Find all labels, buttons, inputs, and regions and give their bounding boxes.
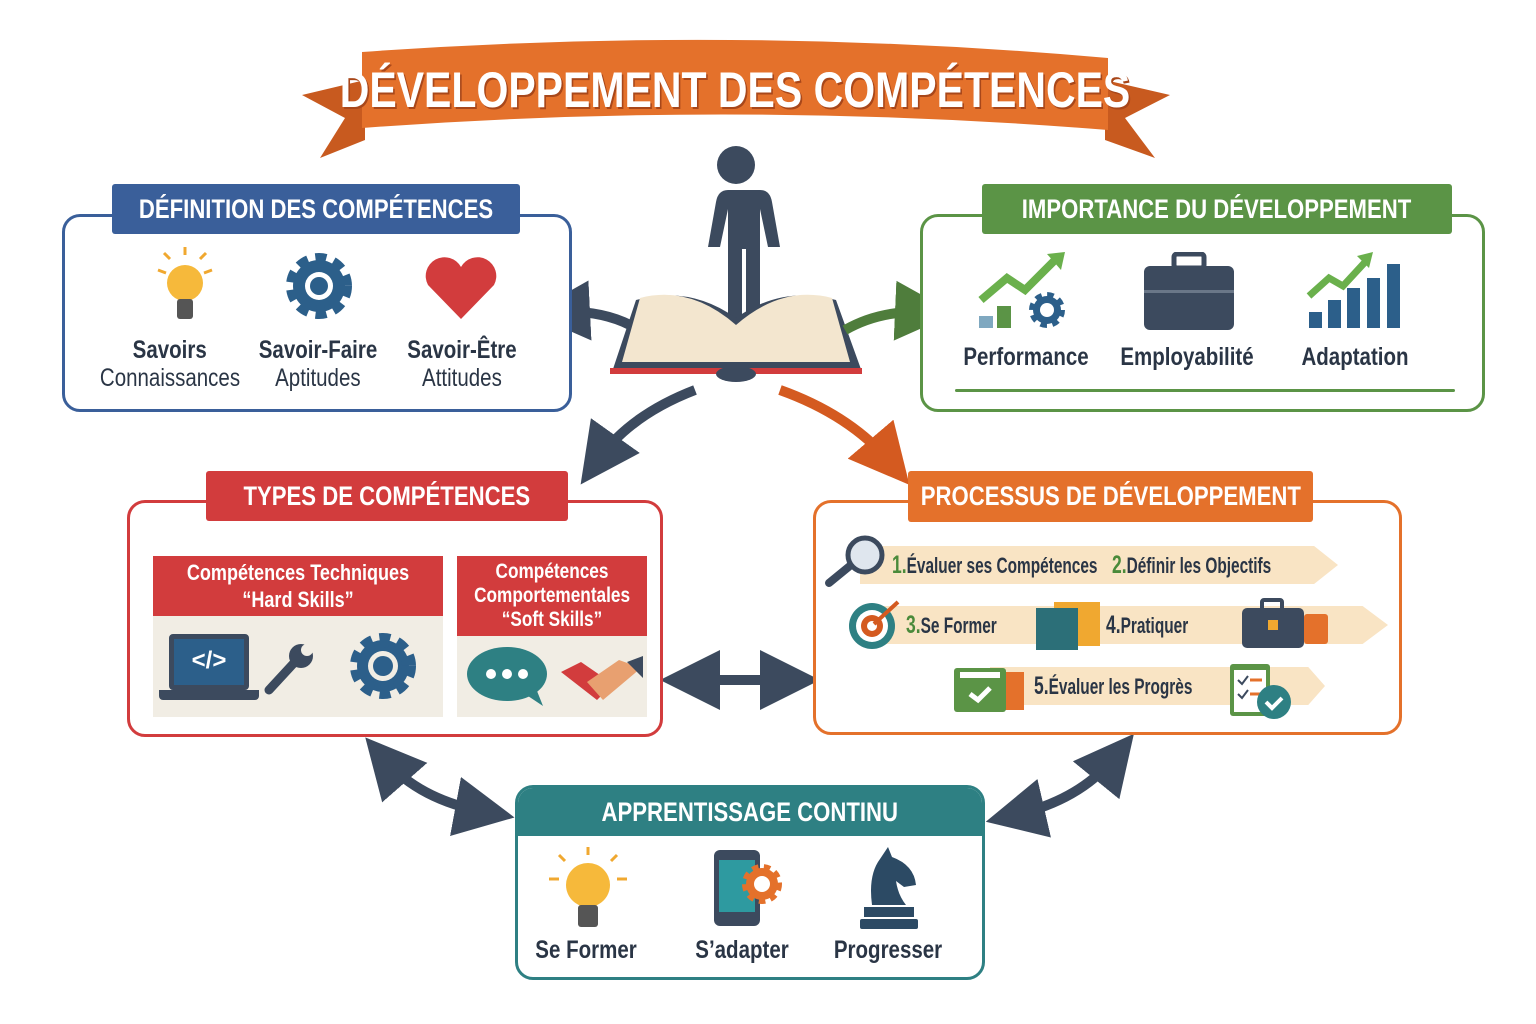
progresser-label: Progresser	[833, 936, 943, 964]
heart-icon	[425, 257, 497, 319]
folder-check-icon	[954, 668, 1024, 712]
step-3-label: Se Former	[920, 613, 997, 638]
hard-skills-header: Compétences Techniques “Hard Skills”	[153, 556, 443, 616]
performance-label: Performance	[963, 343, 1089, 371]
definition-title: DÉFINITION DES COMPÉTENCES	[138, 193, 494, 224]
hard-skills-card: Compétences Techniques “Hard Skills” </>	[153, 556, 443, 717]
step-2-number: 2.	[1112, 551, 1127, 579]
gear-icon	[350, 633, 416, 699]
laptop-code-icon: </>	[169, 634, 249, 690]
definition-tab: DÉFINITION DES COMPÉTENCES	[112, 184, 520, 234]
chat-bubble-icon	[467, 647, 547, 706]
step-3-number: 3.	[906, 611, 921, 639]
magnifier-icon	[825, 535, 885, 587]
process-tab: PROCESSUS DE DÉVELOPPEMENT	[908, 471, 1313, 522]
growth-gear-icon	[978, 252, 1065, 328]
books-icon	[1036, 602, 1100, 650]
soft-skills-line1: Compétences	[495, 560, 609, 583]
handshake-icon	[561, 656, 643, 700]
importance-tab: IMPORTANCE DU DÉVELOPPEMENT	[982, 184, 1452, 234]
adaptation-label: Adaptation	[1301, 343, 1409, 371]
process-step-3: 3.Se Former	[906, 611, 997, 640]
savoir-etre-subtitle: Attitudes	[422, 364, 502, 392]
importance-title: IMPORTANCE DU DÉVELOPPEMENT	[1022, 193, 1412, 224]
lightbulb-icon	[549, 847, 627, 927]
hard-skills-line1: Compétences Techniques	[186, 560, 410, 585]
open-book-icon	[610, 294, 862, 382]
continuous-tab: APPRENTISSAGE CONTINU	[518, 788, 982, 836]
continuous-title: APPRENTISSAGE CONTINU	[601, 796, 899, 827]
types-title: TYPES DE COMPÉTENCES	[243, 480, 531, 511]
step-1-number: 1.	[892, 551, 907, 579]
step-4-number: 4.	[1106, 611, 1121, 639]
se-former-label: Se Former	[535, 936, 637, 964]
savoir-etre-title: Savoir-Être	[407, 336, 517, 364]
employabilite-label: Employabilité	[1120, 343, 1254, 371]
step-4-label: Pratiquer	[1120, 613, 1189, 638]
checklist-icon	[1230, 664, 1291, 719]
process-arrow-row-1	[860, 546, 1338, 584]
bar-chart-icon	[1306, 252, 1400, 328]
soft-skills-card: Compétences Comportementales “Soft Skill…	[457, 556, 647, 717]
briefcase-icon	[1242, 598, 1328, 648]
title-banner	[302, 39, 1170, 158]
savoir-faire-title: Savoir-Faire	[258, 336, 378, 364]
savoirs-title: Savoirs	[132, 336, 208, 364]
chess-knight-icon	[860, 847, 918, 929]
page-title: DÉVELOPPEMENT DES COMPÉTENCES	[339, 62, 1131, 118]
process-step-1: 1.Évaluer ses Compétences	[892, 551, 1097, 580]
lightbulb-icon	[157, 247, 213, 319]
person-icon	[708, 146, 780, 319]
soft-skills-header: Compétences Comportementales “Soft Skill…	[457, 556, 647, 636]
step-2-label: Définir les Objectifs	[1126, 553, 1272, 578]
target-icon	[849, 600, 900, 649]
divider	[955, 389, 1455, 392]
process-step-2: 2.Définir les Objectifs	[1112, 551, 1271, 580]
process-step-4: 4.Pratiquer	[1106, 611, 1188, 640]
step-1-label: Évaluer ses Compétences	[906, 553, 1098, 578]
savoirs-subtitle: Connaissances	[99, 364, 241, 392]
hard-skills-line2: “Hard Skills”	[242, 587, 354, 612]
savoir-faire-subtitle: Aptitudes	[275, 364, 361, 392]
tablet-gear-icon	[714, 850, 782, 926]
soft-skills-line3: “Soft Skills”	[501, 608, 603, 631]
process-title: PROCESSUS DE DÉVELOPPEMENT	[920, 481, 1301, 511]
laptop-base	[159, 690, 259, 700]
process-step-5: 5.Évaluer les Progrès	[1034, 672, 1192, 701]
briefcase-icon	[1144, 252, 1234, 330]
gear-icon	[286, 253, 352, 319]
wrench-icon	[264, 644, 313, 695]
soft-skills-line2: Comportementales	[474, 584, 631, 607]
types-tab: TYPES DE COMPÉTENCES	[206, 471, 568, 521]
step-5-label: Évaluer les Progrès	[1048, 674, 1193, 699]
s-adapter-label: S’adapter	[695, 936, 789, 964]
step-5-number: 5.	[1034, 672, 1049, 700]
